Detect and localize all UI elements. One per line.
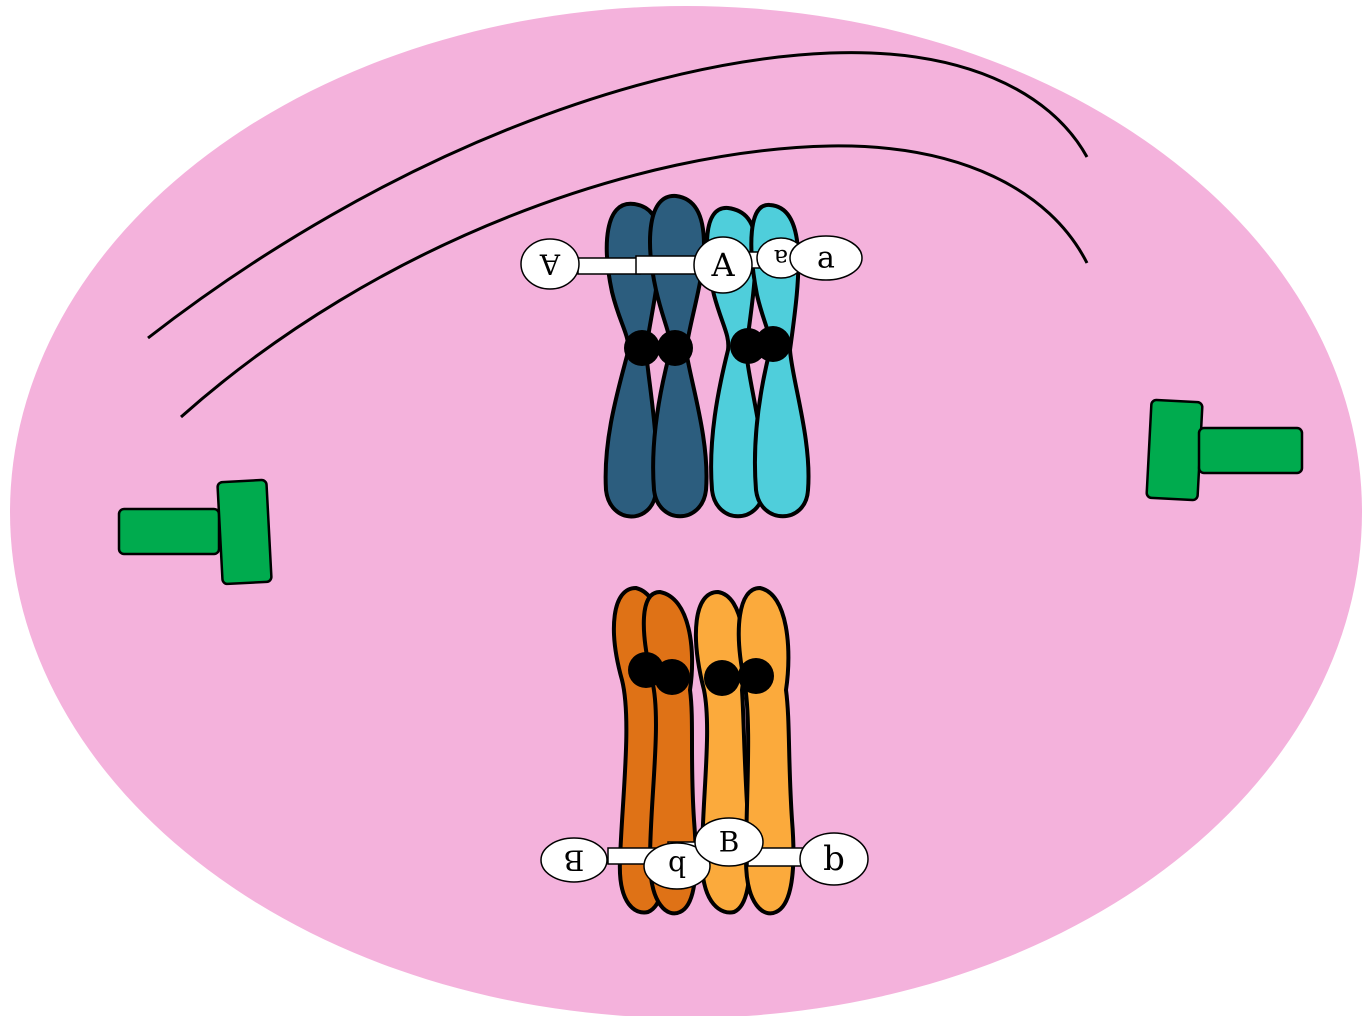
- allele-label: A: [539, 248, 561, 281]
- centrosome-right: [1145, 398, 1304, 502]
- allele-label: b: [668, 850, 686, 883]
- allele-label: a: [817, 241, 835, 276]
- spindle-fiber: [180, 144, 1089, 419]
- allele-label: B: [719, 826, 740, 859]
- chromosome-dark: [603, 193, 709, 519]
- spindle-fiber: [147, 51, 1089, 340]
- allele-label: b: [823, 839, 845, 879]
- allele-label: a: [774, 244, 788, 272]
- allele-bubble: [694, 817, 764, 867]
- allele-label: A: [710, 246, 735, 284]
- centrosome-left: [117, 478, 273, 586]
- centriole: [216, 478, 273, 586]
- allele-bubble: [693, 236, 753, 294]
- centromere: [755, 326, 791, 362]
- centromere: [657, 330, 693, 366]
- centromere: [654, 659, 690, 695]
- homologous-pair-b: B b B b: [540, 585, 869, 916]
- chromosome-dark: [611, 585, 698, 916]
- centromere: [704, 660, 740, 696]
- allele-bubble: [540, 837, 608, 883]
- tag-stem: [577, 257, 641, 275]
- allele-tags-a: A A a a: [520, 235, 863, 294]
- centriole: [1197, 426, 1304, 475]
- allele-bubble: [643, 842, 711, 890]
- centromere: [738, 658, 774, 694]
- allele-bubble: [799, 832, 869, 886]
- allele-bubble: [520, 238, 580, 290]
- centriole: [1145, 398, 1204, 502]
- centromere: [624, 330, 660, 366]
- allele-tags-b: B b B b: [540, 817, 869, 890]
- centriole: [117, 507, 221, 556]
- allele-bubble: [789, 235, 863, 281]
- allele-label: B: [564, 844, 585, 877]
- homologous-pair-a: A A a a: [520, 193, 863, 519]
- spindle-fibers: [147, 51, 1089, 419]
